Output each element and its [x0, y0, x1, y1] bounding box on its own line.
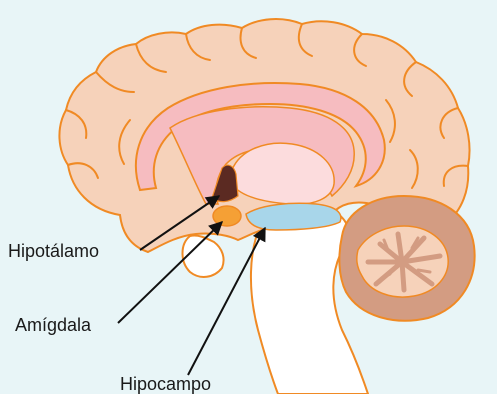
label-hippocampus: Hipocampo — [120, 374, 211, 394]
label-hypothalamus: Hipotálamo — [8, 241, 99, 261]
label-amygdala: Amígdala — [15, 315, 92, 335]
amygdala — [213, 206, 241, 226]
cerebellum — [339, 196, 474, 321]
hippocampus — [246, 203, 341, 230]
